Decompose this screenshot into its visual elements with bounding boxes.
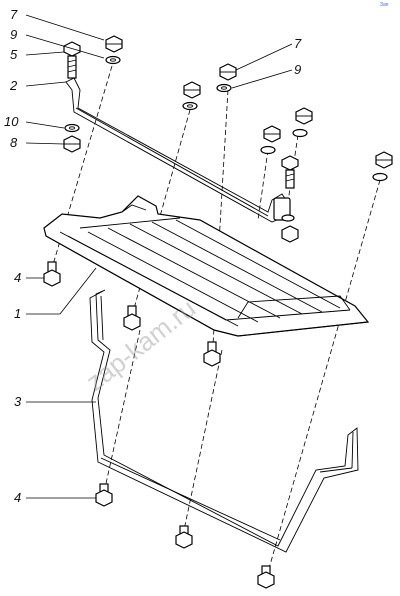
callout-8: 8 — [10, 135, 18, 150]
callout-7-right: 7 — [294, 36, 302, 51]
callout-labels: 7 9 5 2 10 8 7 9 4 1 3 4 — [4, 7, 302, 505]
lower-bracket — [89, 289, 359, 553]
bolt-4-lower-left — [95, 483, 113, 507]
washer-middle — [182, 101, 198, 111]
washer-10 — [64, 123, 80, 133]
callout-4-upper: 4 — [14, 270, 21, 285]
axis-lower-middle — [183, 349, 223, 531]
washer-9-left — [105, 55, 121, 65]
leader-lines — [25, 14, 293, 499]
callout-1: 1 — [14, 306, 21, 321]
axis-far-right — [267, 179, 381, 573]
axis-middle — [132, 109, 191, 313]
callout-7: 7 — [10, 7, 18, 22]
tray — [43, 195, 370, 337]
callout-9-right: 9 — [294, 62, 301, 77]
washer-far-right — [372, 172, 388, 182]
callout-10: 10 — [4, 114, 19, 129]
axis-right-bolt — [257, 149, 269, 221]
callout-2: 2 — [9, 78, 18, 93]
nut-7-right — [219, 63, 237, 81]
corner-mark: Зап — [380, 2, 389, 8]
nut-right-b — [295, 107, 313, 125]
upper-rod — [65, 77, 291, 223]
washer-right-b — [292, 128, 308, 138]
nut-under-rod — [281, 225, 299, 243]
axis-lower-left — [104, 329, 141, 489]
washer-9-right — [216, 83, 232, 93]
bolt-4-lower-middle — [175, 525, 193, 549]
bolt-4-lower-right — [257, 565, 275, 589]
washer-under-rod — [281, 214, 295, 222]
nut-middle — [183, 81, 201, 99]
axis-left-top — [51, 65, 113, 269]
nut-far-right — [375, 151, 393, 169]
bolt-4-middle — [123, 305, 141, 331]
bolt-4-center — [203, 341, 221, 367]
bolt-4-upper-left — [43, 261, 61, 287]
callout-5: 5 — [10, 47, 18, 62]
callout-4-lower: 4 — [14, 490, 21, 505]
nut-8 — [63, 135, 81, 153]
callout-3: 3 — [14, 394, 22, 409]
nut-7-left — [105, 35, 123, 53]
watermark: zap-kam.ru — [80, 293, 201, 397]
bolt-5 — [63, 41, 81, 79]
washer-right-a — [260, 145, 276, 155]
nut-right-a — [263, 125, 281, 143]
callout-9: 9 — [10, 27, 17, 42]
bolt-right — [281, 155, 299, 189]
